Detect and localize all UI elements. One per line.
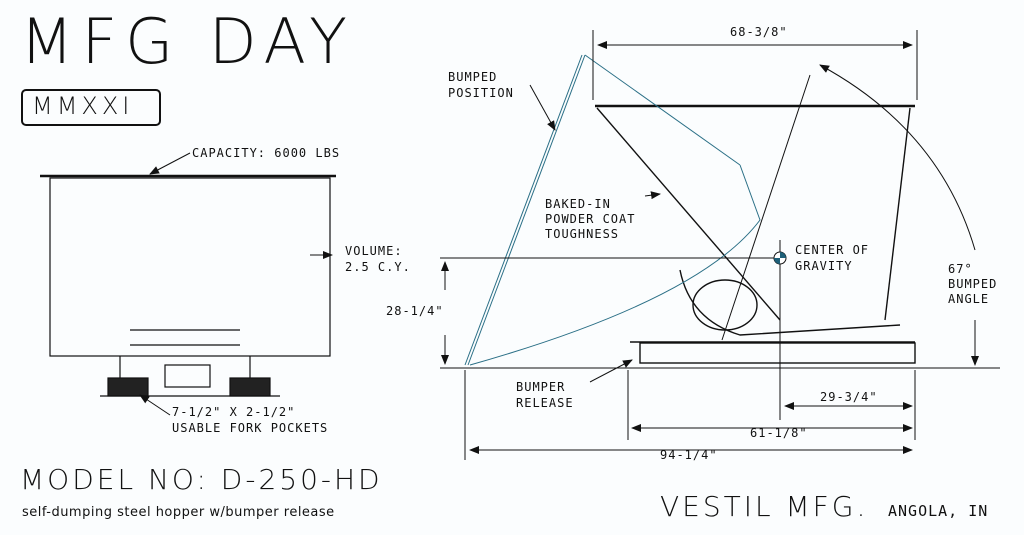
powder-coat-label: TOUGHNESS [545, 227, 620, 241]
model-description: self-dumping steel hopper w/bumper relea… [22, 505, 335, 520]
front-view-hopper [40, 174, 336, 397]
year-box [21, 89, 161, 126]
brand-location: ANGOLA, IN [888, 502, 989, 520]
brand-name: VESTIL MFG. [660, 490, 869, 523]
bumper-release-label: BUMPER [516, 380, 566, 394]
bumped-position-label: BUMPED [448, 70, 498, 84]
volume-value: 2.5 C.Y. [345, 260, 411, 274]
event-year: MMXXI [32, 92, 134, 120]
center-of-gravity-label: CENTER OF [795, 243, 870, 257]
bumped-angle-label: BUMPED [948, 277, 998, 291]
base-length-dimension: 61-1/8" [750, 426, 808, 440]
fork-pockets-size: 7-1/2" X 2-1/2" [172, 405, 296, 419]
volume-label: VOLUME: [345, 244, 403, 258]
side-view-hopper [595, 104, 916, 364]
bumped-angle-label: 67° [948, 262, 973, 276]
bumped-angle-label: ANGLE [948, 292, 990, 306]
overall-length-dimension: 94-1/4" [660, 448, 718, 462]
fork-pockets-label: USABLE FORK POCKETS [172, 421, 329, 435]
capacity-label: CAPACITY: 6000 LBS [192, 146, 341, 160]
powder-coat-label: POWDER COAT [545, 212, 636, 226]
cg-height-dimension: 28-1/4" [386, 304, 444, 318]
center-of-gravity-label: GRAVITY [795, 259, 853, 273]
model-number: MODEL NO: D-250-HD [20, 463, 383, 496]
bumper-release-label: RELEASE [516, 396, 574, 410]
bumped-position-ghost [464, 54, 811, 366]
bumped-position-label: POSITION [448, 86, 514, 100]
powder-coat-label: BAKED-IN [545, 197, 611, 211]
event-title: MFG DAY [20, 5, 356, 78]
center-of-gravity-icon [773, 251, 787, 265]
cg-distance-dimension: 29-3/4" [820, 390, 878, 404]
top-width-dimension: 68-3/8" [730, 25, 788, 39]
